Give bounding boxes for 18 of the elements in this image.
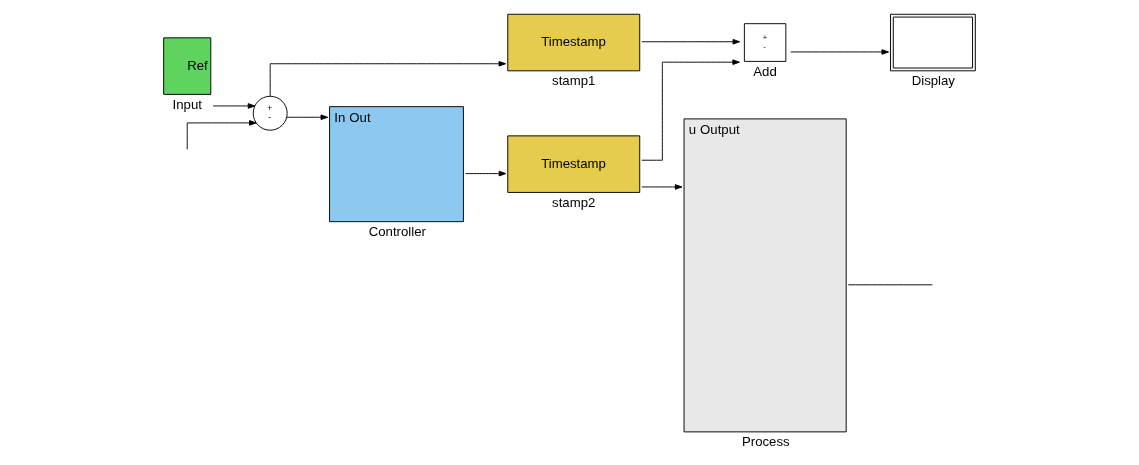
arrow bbox=[269, 60, 507, 97]
arrow bbox=[286, 114, 329, 121]
node-circle: + - bbox=[252, 95, 288, 131]
connector bbox=[847, 284, 933, 286]
node-label: Input bbox=[172, 96, 202, 112]
arrow bbox=[790, 49, 889, 55]
node-label: Display bbox=[911, 73, 955, 89]
node-label: stamp2 bbox=[552, 194, 596, 210]
arrow bbox=[186, 120, 257, 150]
arrow bbox=[465, 170, 507, 177]
node-label: Process bbox=[742, 434, 790, 450]
arrow bbox=[641, 39, 741, 45]
node-label: stamp1 bbox=[552, 73, 596, 89]
arrow bbox=[641, 59, 740, 161]
arrow bbox=[212, 103, 256, 109]
node-label: Add bbox=[753, 63, 777, 79]
node-label: Controller bbox=[368, 223, 426, 239]
arrow bbox=[641, 184, 683, 190]
